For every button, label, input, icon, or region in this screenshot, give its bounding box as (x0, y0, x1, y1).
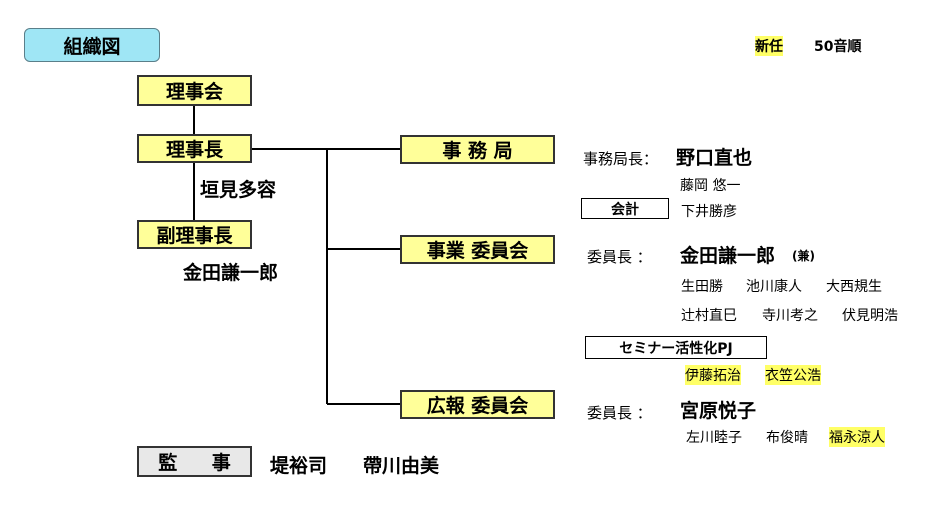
pr-member: 左川睦子 (686, 430, 742, 446)
secretariat-head-name: 野口直也 (676, 147, 753, 169)
pr-member-new: 福永涼人 (829, 427, 885, 447)
business-member: 辻村直巳 (681, 308, 737, 324)
auditor-box: 監 事 (137, 446, 252, 477)
business-head-name: 金田謙一郎 (680, 245, 776, 267)
accounting-box: 会計 (581, 198, 669, 219)
auditor-name-1: 堤裕司 (270, 455, 328, 477)
new-appointee-legend: 新任 (755, 36, 783, 56)
secretariat-staff: 藤岡 悠一 (680, 178, 741, 194)
business-committee-box: 事業 委員会 (400, 235, 555, 264)
seminar-member-new: 伊藤拓治 (685, 365, 741, 385)
business-member: 伏見明浩 (842, 308, 898, 324)
chairman-name: 垣見多容 (200, 179, 277, 201)
secretariat-box: 事 務 局 (400, 135, 555, 164)
auditor-name-2: 帶川由美 (363, 455, 440, 477)
business-head-role: 委員長 ： (587, 248, 652, 266)
page-title: 組織図 (24, 28, 160, 62)
business-member: 生田勝 (681, 279, 723, 295)
accounting-staff: 下井勝彦 (681, 204, 737, 220)
secretariat-head-role: 事務局長： (583, 150, 659, 168)
business-member: 寺川考之 (762, 308, 818, 324)
pr-member: 布俊晴 (766, 430, 808, 446)
seminar-pj-box: セミナー活性化PJ (585, 336, 767, 359)
order-note: 50音順 (814, 39, 862, 55)
business-head-note: (兼) (792, 249, 815, 263)
business-member: 大西規生 (826, 279, 882, 295)
seminar-member-new: 衣笠公浩 (765, 365, 821, 385)
pr-head-name: 宮原悦子 (680, 400, 757, 422)
pr-head-role: 委員長 ： (587, 404, 652, 422)
pr-committee-box: 広報 委員会 (400, 390, 555, 419)
vice-chairman-box: 副理事長 (137, 220, 252, 249)
chairman-box: 理事長 (137, 134, 252, 163)
business-member: 池川康人 (746, 279, 802, 295)
vice-chairman-name: 金田謙一郎 (183, 262, 279, 284)
board-box: 理事会 (137, 75, 252, 106)
